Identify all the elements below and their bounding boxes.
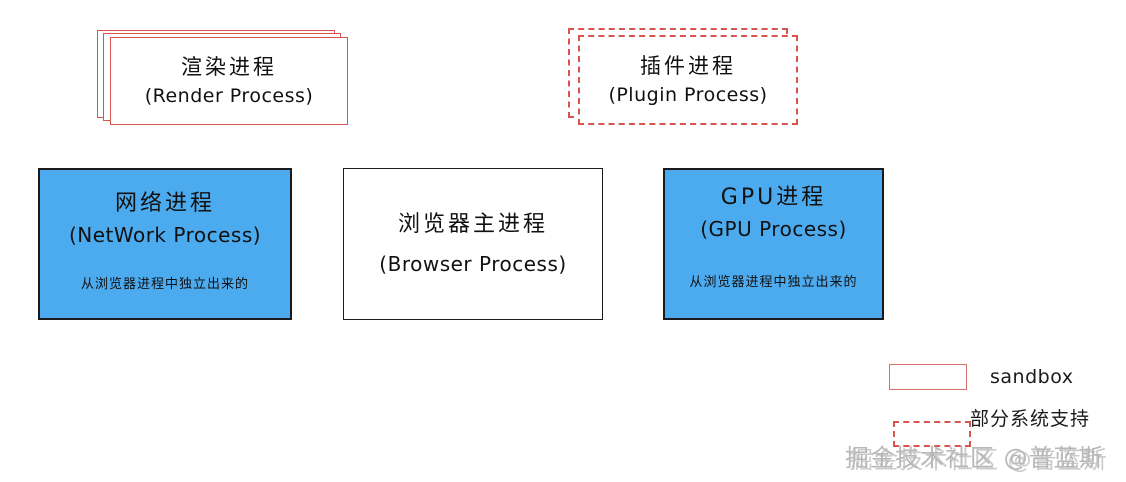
plugin-process-title-cn: 插件进程: [640, 54, 736, 78]
plugin-process-title-en: (Plugin Process): [608, 84, 768, 106]
network-process-title-cn: 网络进程: [114, 191, 215, 216]
network-process-box[interactable]: 网络进程 (NetWork Process) 从浏览器进程中独立出来的: [38, 168, 292, 320]
network-process-note: 从浏览器进程中独立出来的: [80, 277, 249, 292]
watermark-shadow: 掘金技术社区 @普蓝斯: [849, 446, 1108, 474]
legend-sandbox-label: sandbox: [990, 366, 1074, 388]
browser-process-title-en: (Browser Process): [379, 252, 567, 276]
legend-partial-support-swatch: [893, 421, 971, 447]
watermark: 掘金技术社区 @普蓝斯: [845, 444, 1104, 472]
gpu-process-title-cn: GPU进程: [720, 185, 827, 210]
browser-process-title-cn: 浏览器主进程: [397, 212, 548, 237]
browser-process-box[interactable]: 浏览器主进程 (Browser Process): [343, 168, 603, 320]
legend-sandbox-swatch: [889, 364, 967, 390]
render-process-title-en: (Render Process): [144, 85, 314, 107]
render-process-box[interactable]: 渲染进程 (Render Process): [110, 37, 348, 125]
render-process-title-cn: 渲染进程: [181, 55, 277, 79]
plugin-process-box[interactable]: 插件进程 (Plugin Process): [578, 35, 798, 125]
gpu-process-box[interactable]: GPU进程 (GPU Process) 从浏览器进程中独立出来的: [663, 168, 884, 320]
gpu-process-title-en: (GPU Process): [700, 217, 847, 241]
network-process-title-en: (NetWork Process): [68, 223, 262, 247]
gpu-process-note: 从浏览器进程中独立出来的: [689, 275, 858, 290]
legend-partial-support-label: 部分系统支持: [970, 408, 1091, 430]
